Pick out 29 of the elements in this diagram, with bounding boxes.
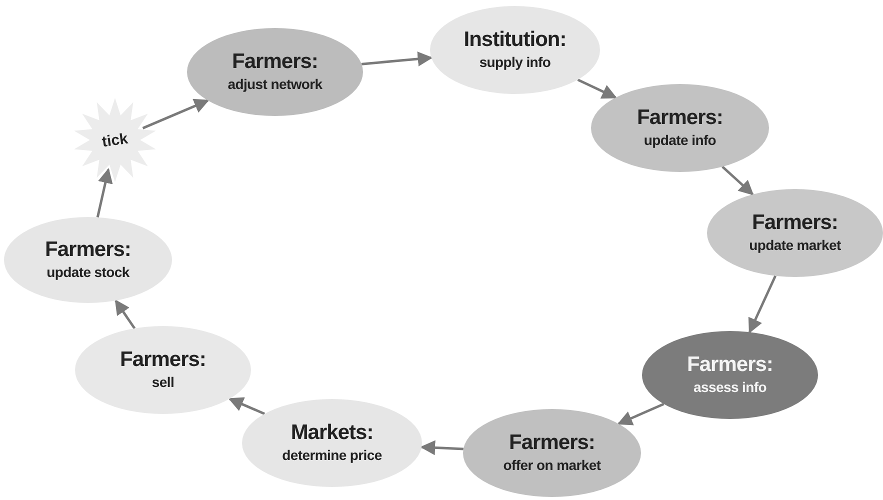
node-label: assess info [694,378,766,397]
node-label: sell [152,373,174,392]
node-heading: Farmers: [232,50,318,74]
node-heading: Farmers: [509,431,595,455]
node-label: supply info [479,53,551,72]
node-heading: Markets: [290,421,374,445]
arrow [228,397,266,416]
node-heading: Institution: [464,28,566,52]
arrow [722,166,754,196]
node-label: offer on market [503,456,601,475]
node-heading: Farmers: [45,238,131,262]
arrow [617,402,664,426]
node-label: update market [749,236,841,255]
arrow [142,98,210,130]
arrow [114,299,136,330]
arrow [577,78,618,99]
node-heading: Farmers: [637,106,723,130]
arrow [361,51,433,66]
arrow [748,275,777,334]
arrow [96,168,113,218]
arrow [420,440,464,456]
node-heading: Farmers: [120,348,206,372]
node-heading: Farmers: [752,211,838,235]
node-heading: Farmers: [687,353,773,377]
node-label: update info [644,131,716,150]
node-label: tick [101,130,129,150]
node-label: adjust network [228,75,322,94]
node-label: update stock [46,263,130,282]
node-label: determine price [282,446,382,465]
